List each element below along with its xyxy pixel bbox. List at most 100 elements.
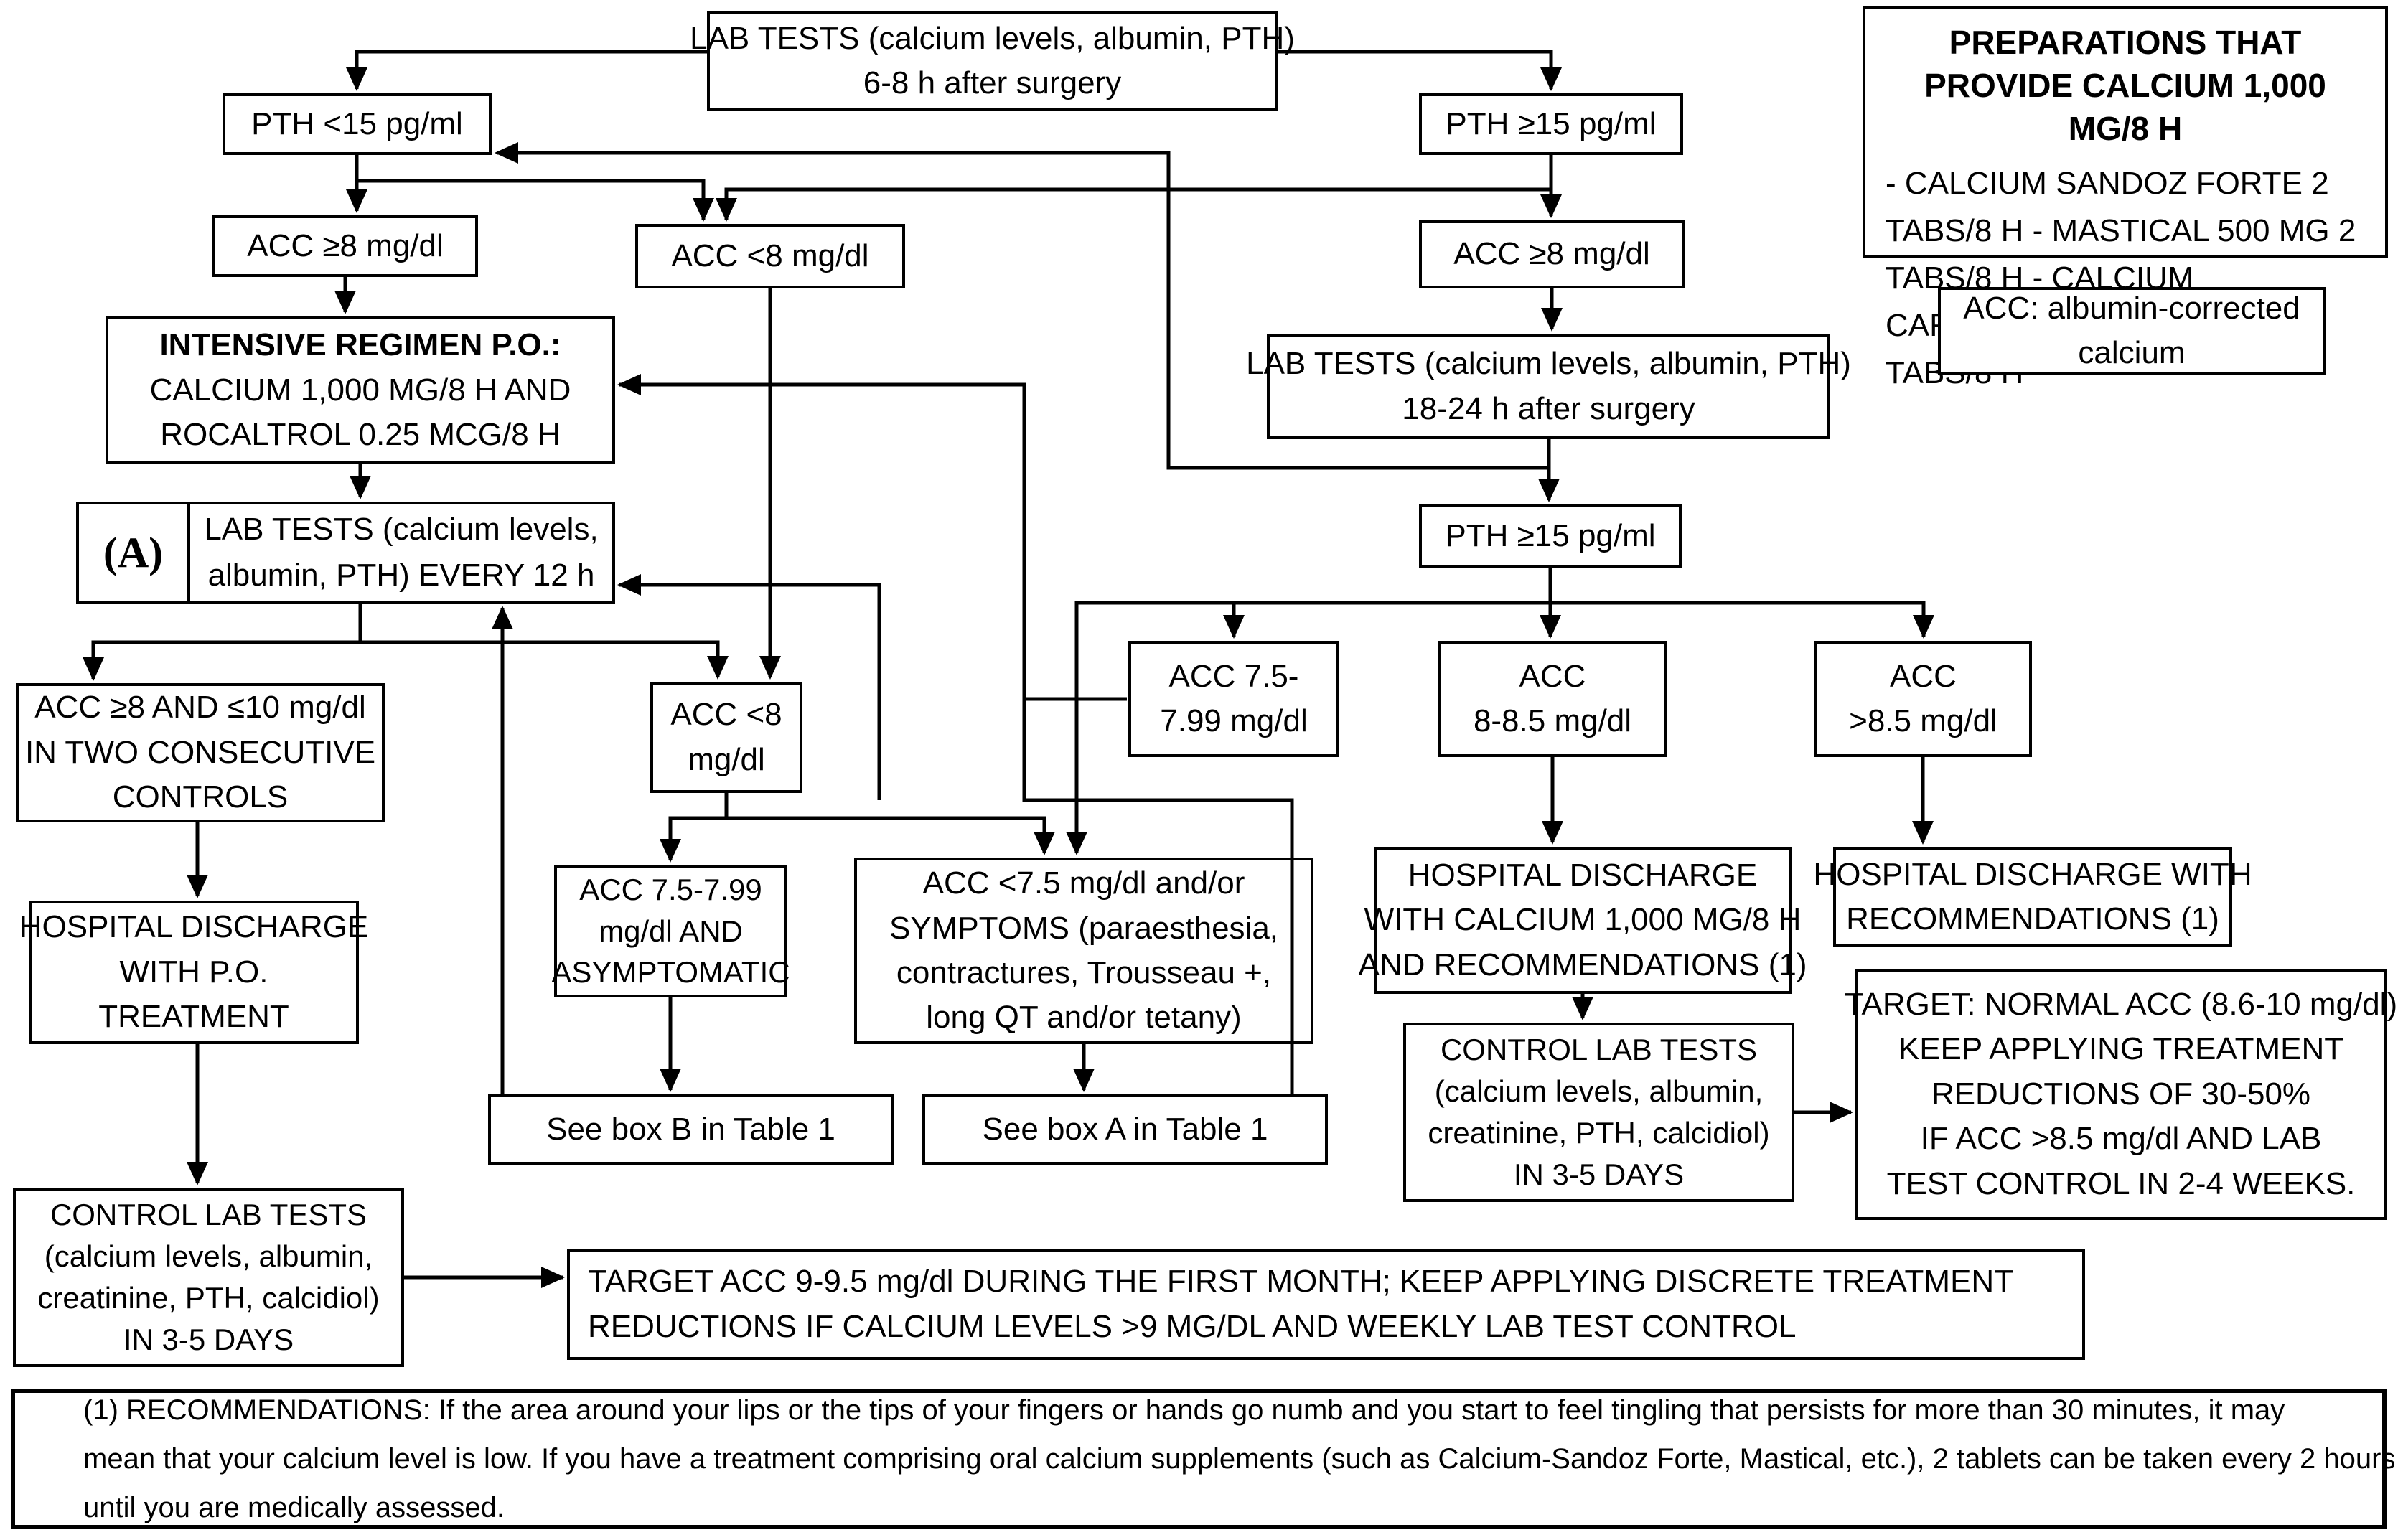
connector-27 — [660, 816, 726, 863]
control-labs-left-line-0: CONTROL LAB TESTS — [50, 1198, 367, 1232]
symptoms-line-0: ACC <7.5 mg/dl and/or — [922, 865, 1245, 901]
connector-5 — [716, 187, 1551, 222]
symptoms-line-3: long QT and/or tetany) — [926, 1000, 1242, 1036]
lab-tests-12h-line-0: LAB TESTS (calcium levels, — [204, 512, 599, 548]
lab-tests-6-8h-line-1: 6-8 h after surgery — [863, 65, 1122, 100]
acc-7599-right-line-0: ACC 7.5- — [1168, 658, 1299, 694]
box-acc-85-plus: ACC >8.5 mg/dl — [1814, 641, 2032, 757]
acc-high-left-line-0: ACC ≥8 mg/dl — [247, 227, 444, 263]
connector-21 — [360, 640, 729, 680]
intensive-line-1: CALCIUM 1,000 MG/8 H AND — [149, 372, 571, 408]
target-normal-acc-line-4: TEST CONTROL IN 2-4 WEEKS. — [1886, 1165, 2356, 1201]
preparations-title: PREPARATIONS THAT PROVIDE CALCIUM 1,000 … — [1886, 22, 2365, 150]
lab-tests-18-24h-line-1: 18-24 h after surgery — [1402, 390, 1695, 426]
box-pth-low: PTH <15 pg/ml — [223, 93, 492, 155]
box-intensive: INTENSIVE REGIMEN P.O.: CALCIUM 1,000 MG/… — [106, 316, 615, 464]
box-acc-8-85: ACC 8-8.5 mg/dl — [1438, 641, 1667, 757]
intensive-line-0: INTENSIVE REGIMEN P.O.: — [159, 327, 561, 363]
box-hosp-calcium: HOSPITAL DISCHARGE WITH CALCIUM 1,000 MG/… — [1359, 847, 1807, 994]
acc-high-right-line-0: ACC ≥8 mg/dl — [1453, 236, 1650, 272]
box-target-first-month: TARGET ACC 9-9.5 mg/dl DURING THE FIRST … — [567, 1249, 2085, 1360]
control-labs-right-line-0: CONTROL LAB TESTS — [1440, 1033, 1758, 1067]
box-lab-tests-18-24h: LAB TESTS (calcium levels, albumin, PTH)… — [1246, 334, 1851, 439]
pth-low-line-0: PTH <15 pg/ml — [251, 105, 463, 141]
acc-8-10-line-1: IN TWO CONSECUTIVE — [24, 734, 376, 770]
box-lab-tests-every-12h: (A) LAB TESTS (calcium levels, albumin, … — [76, 502, 615, 604]
intensive-line-2: ROCALTROL 0.25 MCG/8 H — [160, 417, 561, 453]
box-a-label-text: (A) — [103, 528, 164, 576]
target-normal-acc-line-3: IF ACC >8.5 mg/dl AND LAB — [1920, 1121, 2322, 1157]
hosp-po-line-0: HOSPITAL DISCHARGE — [19, 909, 369, 945]
box-pth-high-1: PTH ≥15 pg/ml — [1419, 93, 1683, 155]
preparations-item-0: - CALCIUM SANDOZ FORTE 2 TABS/8 H — [1886, 166, 2329, 249]
hosp-calcium-line-1: WITH CALCIUM 1,000 MG/8 H — [1364, 902, 1802, 938]
control-labs-right-line-2: creatinine, PTH, calcidiol) — [1428, 1116, 1770, 1150]
target-normal-acc-line-2: REDUCTIONS OF 30-50% — [1931, 1076, 2311, 1112]
control-labs-right-line-3: IN 3-5 DAYS — [1513, 1157, 1685, 1191]
recommendations-line-1: mean that your calcium level is low. If … — [83, 1443, 2396, 1475]
connector-3 — [357, 179, 714, 222]
hosp-recs-line-0: HOSPITAL DISCHARGE WITH — [1813, 856, 2252, 892]
acc-definition-line-0: ACC: albumin-corrected — [1963, 290, 2300, 326]
see-box-b-line-0: See box B in Table 1 — [546, 1111, 835, 1147]
box-hosp-recs: HOSPITAL DISCHARGE WITH RECOMMENDATIONS (… — [1813, 847, 2252, 947]
acc-85-plus-line-0: ACC — [1890, 658, 1957, 694]
box-control-labs-left: CONTROL LAB TESTS (calcium levels, albumi… — [13, 1188, 404, 1367]
box-target-normal-acc: TARGET: NORMAL ACC (8.6-10 mg/dl) KEEP AP… — [1845, 969, 2397, 1220]
see-box-a-line-0: See box A in Table 1 — [982, 1111, 1268, 1147]
box-acc-7599-right: ACC 7.5- 7.99 mg/dl — [1128, 641, 1339, 757]
connector-0 — [346, 50, 707, 91]
box-lab-tests-6-8h: LAB TESTS (calcium levels, albumin, PTH)… — [690, 11, 1295, 111]
hosp-calcium-line-0: HOSPITAL DISCHARGE — [1408, 857, 1758, 893]
connector-14 — [1550, 601, 1934, 639]
acc-8-85-line-1: 8-8.5 mg/dl — [1473, 703, 1632, 738]
acc-8-85-line-0: ACC — [1519, 658, 1586, 694]
target-first-month-line-1: REDUCTIONS IF CALCIUM LEVELS >9 MG/DL AN… — [588, 1308, 1797, 1344]
lab-tests-6-8h-line-0: LAB TESTS (calcium levels, albumin, PTH) — [690, 20, 1295, 56]
symptoms-line-1: SYMPTOMS (paraesthesia, — [889, 910, 1279, 946]
preparations-title-line-1: CALCIUM 1,000 MG/8 H — [2068, 66, 2326, 147]
lab-tests-12h-line-1: albumin, PTH) EVERY 12 h — [207, 558, 595, 593]
asymptomatic-line-1: mg/dl AND — [599, 914, 743, 948]
control-labs-left-line-1: (calcium levels, albumin, — [44, 1239, 373, 1274]
lab-tests-18-24h-line-0: LAB TESTS (calcium levels, albumin, PTH) — [1246, 346, 1851, 382]
pth-high-1-line-0: PTH ≥15 pg/ml — [1446, 105, 1657, 141]
control-labs-right-line-1: (calcium levels, albumin, — [1434, 1074, 1764, 1109]
symptoms-line-2: contractures, Trousseau +, — [896, 955, 1272, 990]
hosp-po-line-1: WITH P.O. — [119, 954, 268, 990]
box-control-labs-right: CONTROL LAB TESTS (calcium levels, albumi… — [1403, 1023, 1794, 1202]
target-normal-acc-line-0: TARGET: NORMAL ACC (8.6-10 mg/dl) — [1844, 986, 2398, 1022]
recommendations-line-2: until you are medically assessed. — [83, 1492, 505, 1523]
connector-1 — [1278, 50, 1562, 91]
connector-28 — [726, 816, 1055, 855]
pth-high-2-line-0: PTH ≥15 pg/ml — [1445, 518, 1656, 554]
box-acc-low-top: ACC <8 mg/dl — [635, 224, 905, 288]
box-pth-high-2: PTH ≥15 pg/ml — [1419, 504, 1682, 568]
target-normal-acc-line-1: KEEP APPLYING TREATMENT — [1898, 1031, 2344, 1067]
target-first-month-line-0: TARGET ACC 9-9.5 mg/dl DURING THE FIRST … — [588, 1264, 2014, 1300]
recommendations-line-0: (1) RECOMMENDATIONS: If the area around … — [83, 1394, 2285, 1426]
acc-8-10-line-0: ACC ≥8 AND ≤10 mg/dl — [34, 690, 366, 726]
hosp-recs-line-1: RECOMMENDATIONS (1) — [1846, 901, 2219, 936]
box-a-label: (A) — [79, 504, 190, 601]
box-lab-tests-every-12h-text: LAB TESTS (calcium levels, albumin, PTH)… — [190, 504, 612, 601]
acc-low-top-line-0: ACC <8 mg/dl — [671, 238, 869, 273]
box-preparations-legend: PREPARATIONS THAT PROVIDE CALCIUM 1,000 … — [1863, 6, 2388, 390]
box-acc-low-bottom: ACC <8 mg/dl — [650, 682, 802, 793]
control-labs-left-line-2: creatinine, PTH, calcidiol) — [37, 1281, 380, 1315]
acc-low-bottom-line-0: ACC <8 — [670, 697, 782, 733]
acc-8-10-line-2: CONTROLS — [112, 779, 289, 815]
acc-7599-right-line-1: 7.99 mg/dl — [1160, 703, 1308, 738]
box-see-box-a: See box A in Table 1 — [922, 1094, 1328, 1165]
connector-20 — [83, 640, 360, 681]
box-recommendations: (1) RECOMMENDATIONS: If the area around … — [11, 1389, 2395, 1529]
acc-low-bottom-line-1: mg/dl — [688, 741, 765, 777]
box-acc-high-right: ACC ≥8 mg/dl — [1419, 220, 1685, 288]
preparations-item-1: - MASTICAL 500 MG 2 TABS/8 H — [1886, 213, 2356, 296]
acc-85-plus-line-1: >8.5 mg/dl — [1849, 703, 1997, 738]
